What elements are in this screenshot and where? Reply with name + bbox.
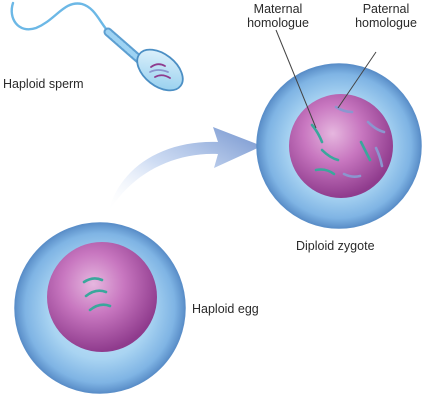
maternal-label-line1: Maternal (253, 2, 303, 16)
maternal-label-line2: homologue (247, 16, 309, 30)
diploid-zygote-label: Diploid zygote (296, 239, 375, 253)
sperm-head (136, 48, 184, 92)
maternal-homologue-label: Maternal homologue (238, 2, 318, 30)
maternal-pointer-line (275, 29, 317, 129)
paternal-pointer-line (337, 51, 377, 109)
zygote-maternal-chromosomes (310, 123, 372, 176)
diploid-zygote-cell (256, 29, 422, 229)
sperm-tail (10, 1, 114, 38)
haploid-egg-cell (14, 222, 186, 394)
paternal-homologue-label: Paternal homologue (346, 2, 426, 30)
paternal-label-line1: Paternal (362, 2, 410, 16)
egg-chromosomes (82, 277, 112, 312)
fertilization-arrow (108, 127, 262, 213)
egg-nucleus (47, 242, 157, 352)
zygote-nucleus (289, 94, 393, 198)
paternal-label-line2: homologue (355, 16, 417, 30)
sperm (10, 1, 184, 92)
haploid-egg-label: Haploid egg (192, 302, 259, 316)
zygote-paternal-chromosomes (334, 105, 386, 178)
haploid-sperm-label: Haploid sperm (3, 77, 84, 91)
sperm-midpiece (103, 27, 145, 65)
